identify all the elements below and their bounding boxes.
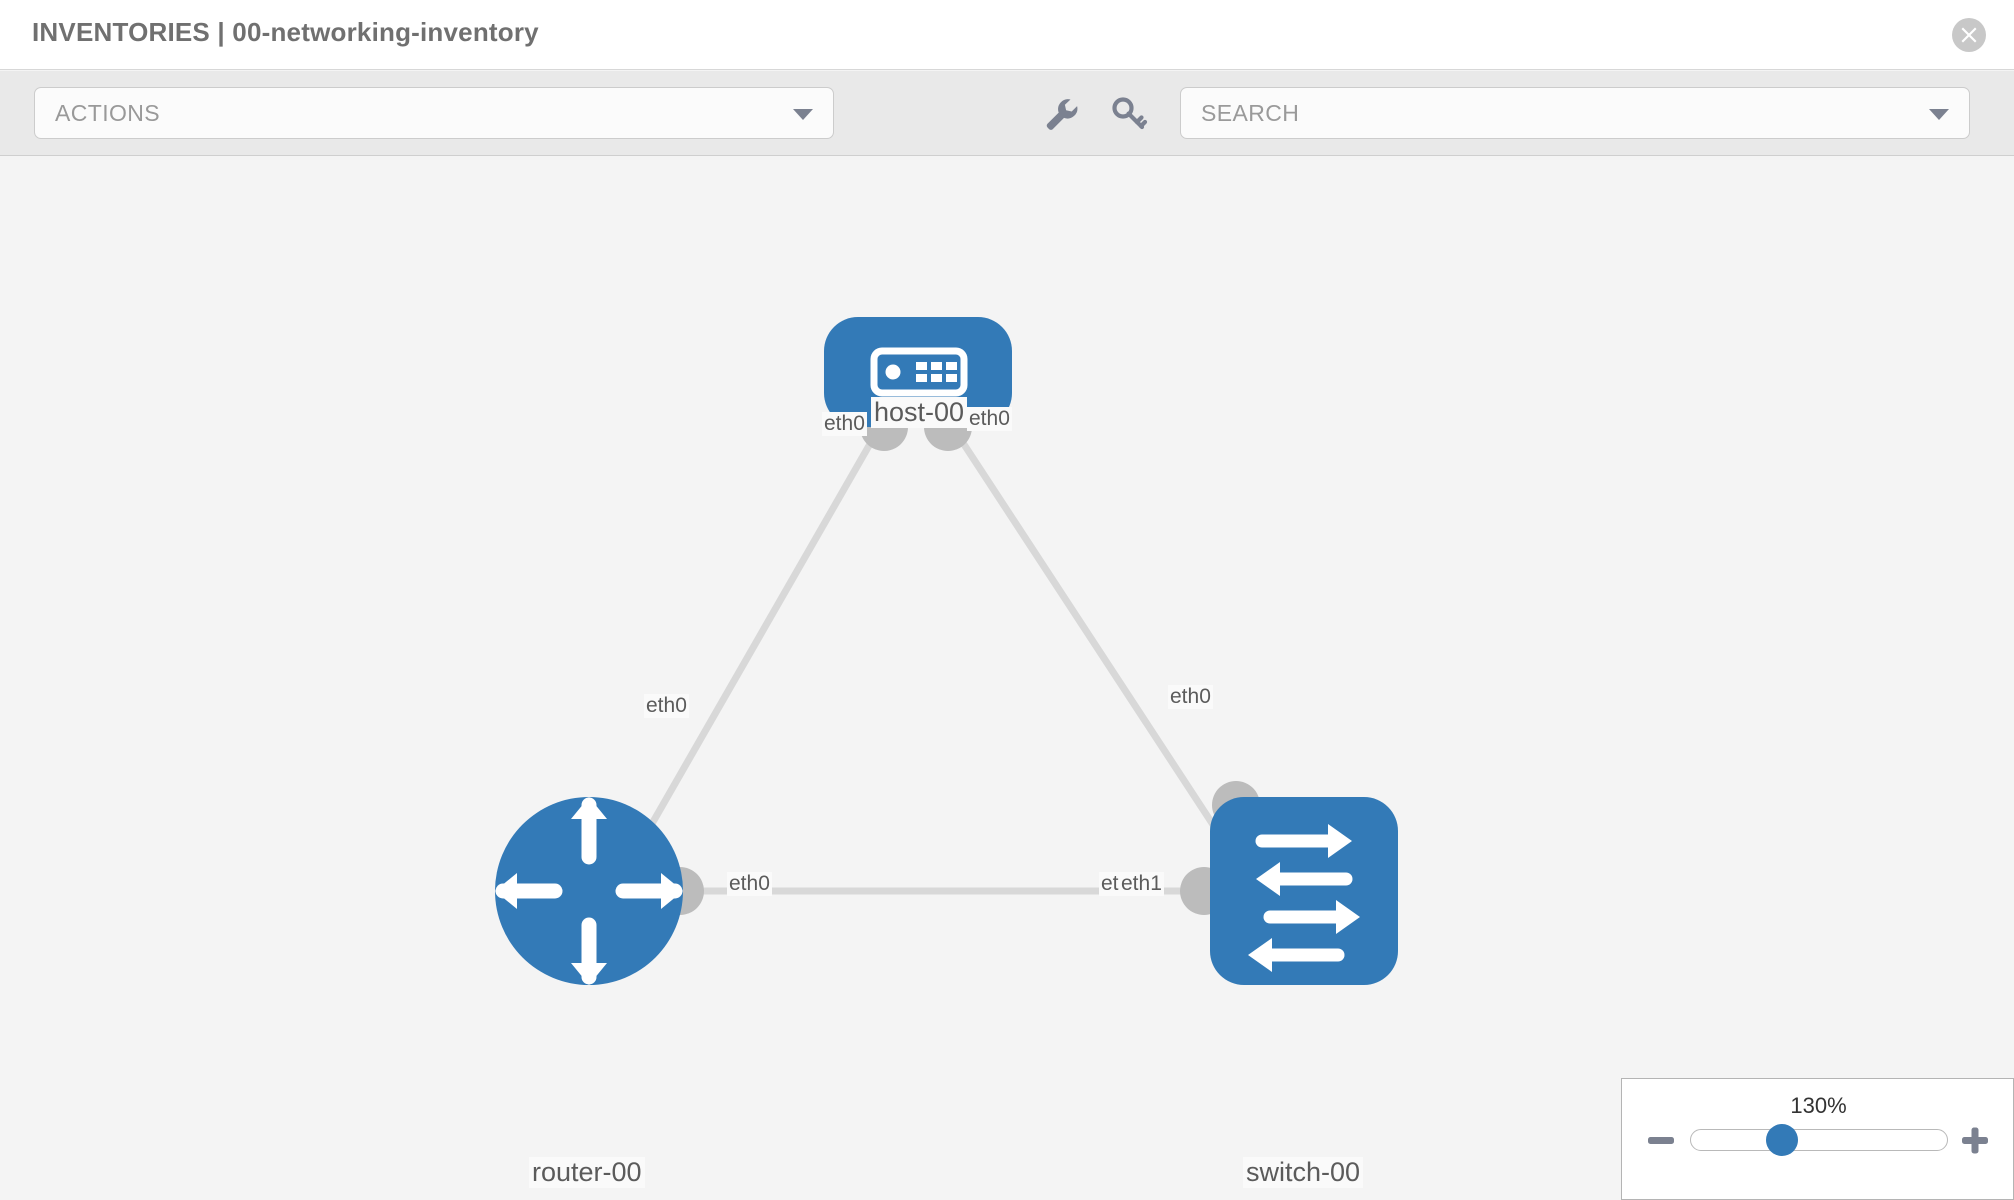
topology-edges bbox=[622, 421, 1245, 895]
topology-canvas[interactable]: host-00 router-00 switch-00 eth0 eth0 et… bbox=[0, 157, 2014, 1200]
zoom-level-value: 130% bbox=[1790, 1093, 1847, 1118]
page-header: INVENTORIES | 00-networking-inventory bbox=[0, 0, 2014, 70]
node-label-host-00: host-00 bbox=[871, 397, 968, 428]
iface-label-switch-up: eth0 bbox=[1168, 685, 1213, 709]
node-switch-00[interactable] bbox=[1210, 797, 1398, 985]
chevron-down-icon bbox=[793, 109, 813, 120]
iface-label-router-up: eth0 bbox=[644, 694, 689, 718]
search-input[interactable]: SEARCH bbox=[1180, 87, 1970, 139]
zoom-slider-thumb[interactable] bbox=[1766, 1124, 1798, 1156]
toolbar: ACTIONS SEARCH bbox=[0, 71, 2014, 156]
edge-host-switch bbox=[947, 421, 1245, 871]
wrench-icon[interactable] bbox=[1040, 93, 1082, 135]
plus-icon[interactable] bbox=[1958, 1123, 1992, 1157]
zoom-slider[interactable] bbox=[1690, 1129, 1948, 1151]
minus-icon[interactable] bbox=[1644, 1123, 1678, 1157]
iface-label-host-left: eth0 bbox=[822, 412, 867, 436]
search-placeholder: SEARCH bbox=[1201, 100, 1300, 126]
topology-connectors bbox=[604, 403, 1260, 915]
edge-host-router bbox=[622, 421, 886, 871]
key-icon[interactable] bbox=[1108, 93, 1150, 135]
actions-dropdown-label: ACTIONS bbox=[55, 100, 161, 126]
node-router-00[interactable] bbox=[495, 797, 683, 985]
close-icon[interactable] bbox=[1952, 18, 1986, 52]
node-label-router-00: router-00 bbox=[529, 1157, 645, 1188]
page-title: INVENTORIES | 00-networking-inventory bbox=[32, 17, 539, 47]
zoom-control-panel: 130% bbox=[1621, 1078, 2014, 1200]
node-label-switch-00: switch-00 bbox=[1243, 1157, 1364, 1188]
topology-graph bbox=[495, 317, 1398, 985]
iface-label-router-right: eth0 bbox=[727, 872, 772, 896]
chevron-down-icon[interactable] bbox=[1929, 109, 1949, 120]
iface-label-switch-left: eth1 bbox=[1119, 872, 1164, 896]
iface-label-host-right: eth0 bbox=[967, 407, 1012, 431]
actions-dropdown[interactable]: ACTIONS bbox=[34, 87, 834, 139]
